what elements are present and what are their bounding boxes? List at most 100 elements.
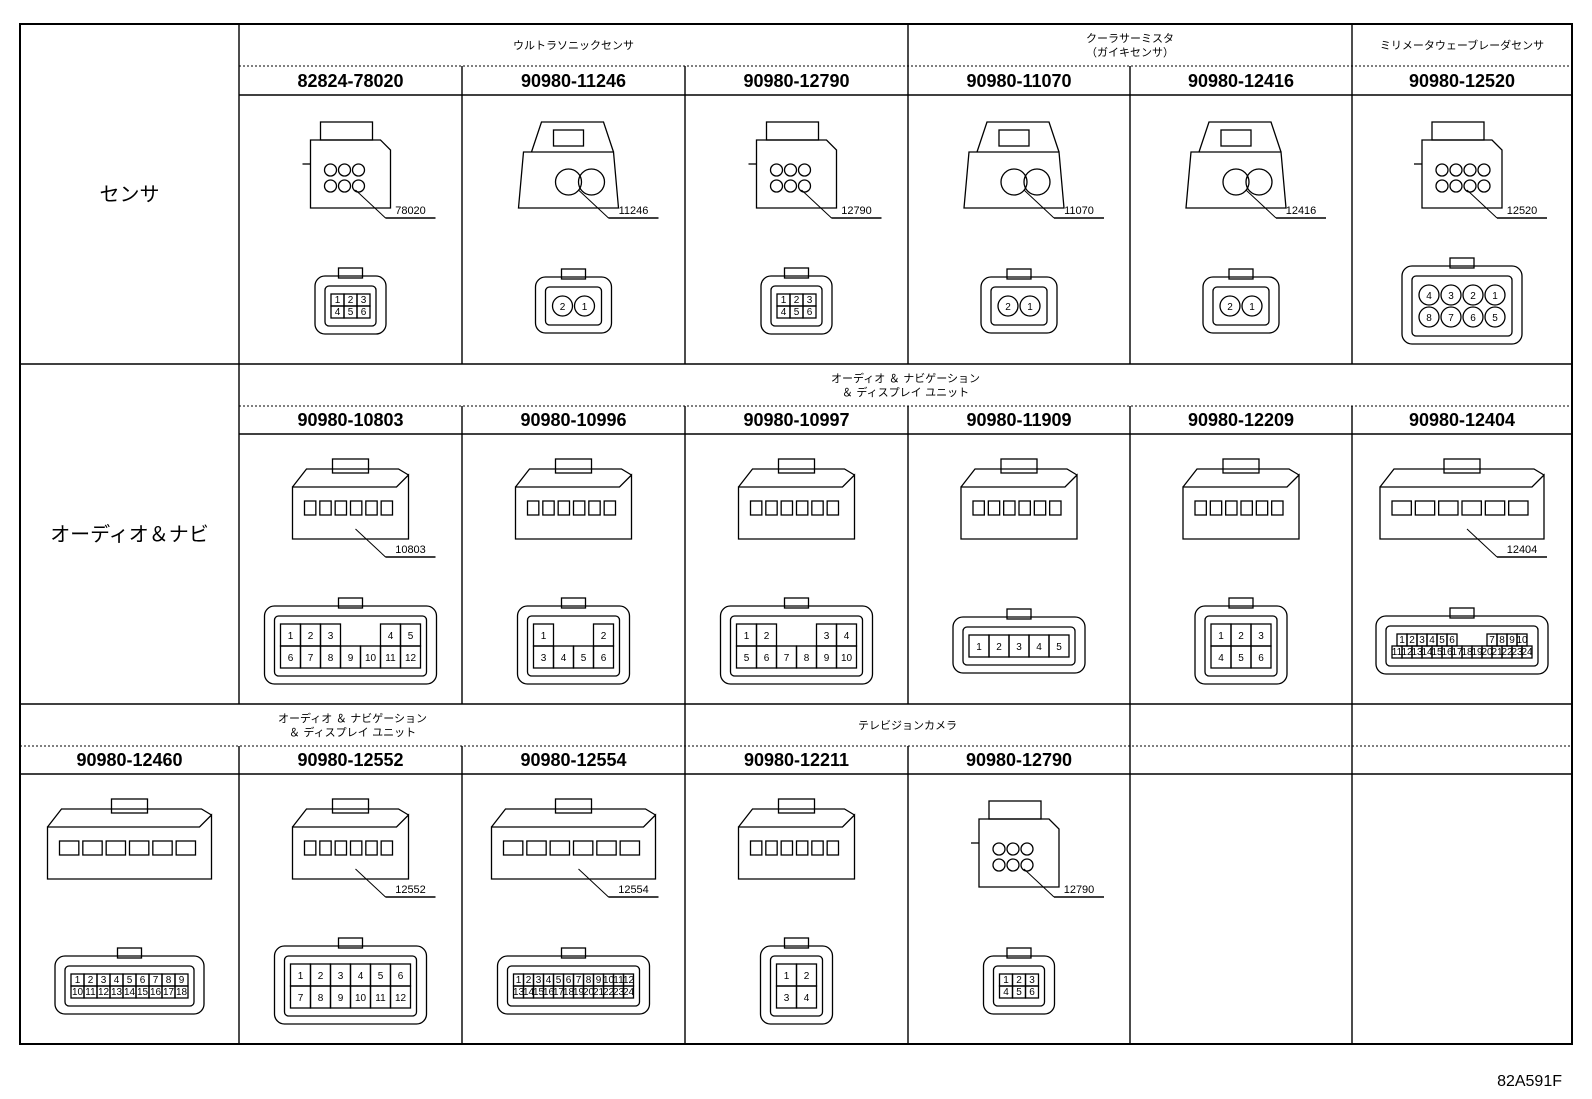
pin-label: 1: [298, 971, 304, 982]
pin-label: 4: [114, 975, 120, 986]
pin-label: 1: [335, 295, 341, 306]
pin-label: 4: [1429, 635, 1435, 646]
pin-label: 7: [1489, 635, 1495, 646]
pin-label: 15: [1431, 647, 1443, 658]
pin-label: 1: [781, 295, 787, 306]
pin-label: 15: [533, 987, 545, 998]
pin-label: 12: [395, 993, 407, 1004]
pin-label: 1: [1399, 635, 1405, 646]
part-number: 90980-12554: [520, 750, 626, 770]
leader-label: 12404: [1507, 544, 1538, 556]
pin-label: 4: [1003, 987, 1009, 998]
pin-label: 4: [844, 631, 850, 642]
part-number: 90980-12790: [743, 71, 849, 91]
leader-label: 78020: [395, 205, 426, 217]
pin-label: 17: [553, 987, 565, 998]
pin-label: 4: [1426, 291, 1432, 302]
pin-label: 8: [318, 993, 324, 1004]
pin-label: 1: [1492, 291, 1498, 302]
pin-label: 18: [1461, 647, 1473, 658]
pin-label: 16: [1441, 647, 1453, 658]
pin-label: 3: [807, 295, 813, 306]
pin-label: 4: [546, 975, 552, 986]
pin-label: 10: [365, 653, 377, 664]
pin-label: 15: [137, 987, 149, 998]
pin-label: 21: [593, 987, 605, 998]
pin-label: 24: [1521, 647, 1533, 658]
pin-label: 8: [328, 653, 334, 664]
group-label: ミリメータウェーブレーダセンサ: [1380, 38, 1544, 52]
pin-label: 10: [603, 975, 615, 986]
pin-label: 4: [388, 631, 394, 642]
pin-label: 1: [1027, 302, 1033, 313]
part-number: 90980-12209: [1188, 410, 1294, 430]
part-number: 90980-11246: [521, 71, 626, 91]
pin-label: 2: [794, 295, 800, 306]
pin-label: 12: [1401, 647, 1413, 658]
part-number: 90980-12460: [76, 750, 182, 770]
pin-label: 3: [1016, 642, 1022, 653]
part-number: 90980-12211: [744, 750, 849, 770]
pin-label: 8: [586, 975, 592, 986]
pin-label: 2: [1005, 302, 1011, 313]
category-label: センサ: [100, 182, 160, 206]
pin-label: 7: [1448, 313, 1454, 324]
pin-label: 13: [513, 987, 525, 998]
pin-label: 1: [288, 631, 294, 642]
pin-label: 6: [1029, 987, 1035, 998]
pin-label: 22: [1501, 647, 1513, 658]
part-number: 82824-78020: [297, 71, 403, 91]
pin-label: 1: [1003, 975, 1009, 986]
pin-label: 6: [288, 653, 294, 664]
pin-label: 11: [1392, 647, 1403, 658]
pin-label: 6: [140, 975, 146, 986]
pin-label: 2: [88, 975, 94, 986]
pin-label: 5: [1492, 313, 1498, 324]
leader-label: 12416: [1286, 205, 1317, 217]
pin-label: 13: [1411, 647, 1423, 658]
pin-label: 11: [375, 993, 386, 1004]
pin-label: 24: [623, 987, 635, 998]
pin-label: 14: [1421, 647, 1433, 658]
pin-label: 18: [563, 987, 575, 998]
pin-label: 1: [1218, 631, 1224, 642]
pin-label: 3: [1448, 291, 1454, 302]
part-number: 90980-11070: [966, 71, 1071, 91]
pin-label: 2: [1016, 975, 1022, 986]
pin-label: 17: [163, 987, 175, 998]
pin-label: 5: [1056, 642, 1062, 653]
pin-label: 2: [1470, 291, 1476, 302]
category-label: オーディオ＆ナビ: [50, 522, 209, 546]
pin-label: 7: [153, 975, 159, 986]
pin-label: 1: [582, 302, 588, 313]
section-0: センサウルトラソニックセンサクーラサーミスタ（ガイキセンサ）ミリメータウェーブレ…: [20, 23, 1572, 364]
part-number: 90980-10803: [297, 410, 403, 430]
pin-label: 2: [560, 302, 566, 313]
pin-label: 6: [361, 307, 367, 318]
pin-label: 3: [338, 971, 344, 982]
pin-label: 9: [348, 653, 354, 664]
pin-label: 1: [516, 975, 522, 986]
pin-label: 16: [543, 987, 555, 998]
leader-label: 10803: [395, 544, 426, 556]
pin-label: 3: [784, 993, 790, 1004]
group-label: ＆ ディスプレイ ユニット: [289, 725, 416, 739]
pin-label: 3: [101, 975, 107, 986]
pin-label: 2: [526, 975, 532, 986]
pin-label: 8: [166, 975, 172, 986]
part-number: 90980-12404: [1409, 410, 1515, 430]
pin-label: 10: [841, 653, 853, 664]
pin-label: 3: [541, 653, 547, 664]
pin-label: 22: [603, 987, 615, 998]
pin-label: 1: [75, 975, 81, 986]
pin-label: 1: [784, 971, 790, 982]
pin-label: 2: [764, 631, 770, 642]
